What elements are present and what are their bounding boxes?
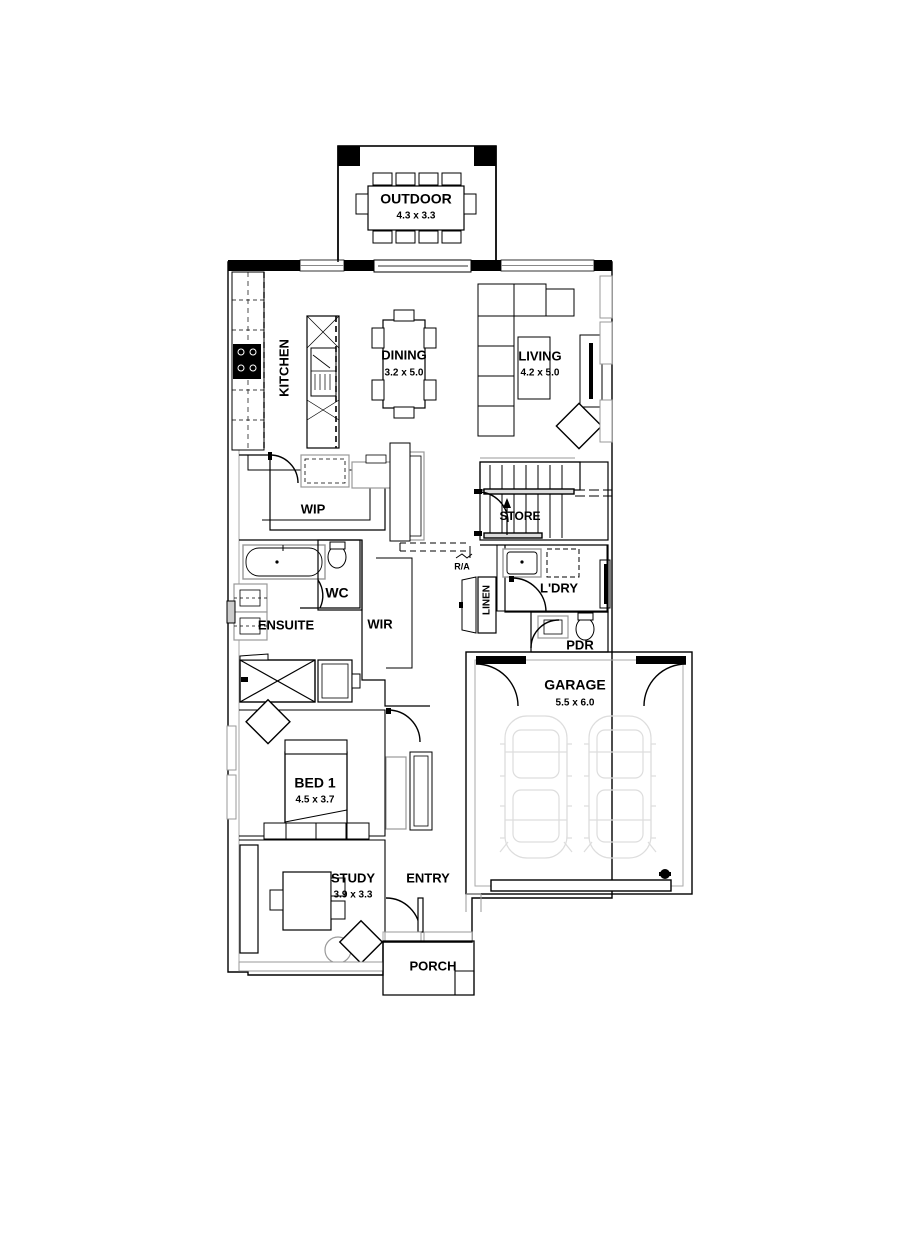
linen-ra-group: LINEN R/A <box>399 542 497 634</box>
top-wall-group <box>228 259 612 273</box>
right-wall-windows <box>599 275 613 609</box>
wc-group: WC <box>317 539 363 611</box>
room-label-linen: LINEN <box>482 585 493 615</box>
bed1-group: BED 1 4.5 x 3.7 <box>226 698 386 840</box>
entry-group: ENTRY <box>384 870 473 942</box>
dining-group: DINING 3.2 x 5.0 <box>371 309 437 419</box>
pdr-group: PDR <box>530 611 609 653</box>
room-label-ldry: L'DRY <box>540 580 578 595</box>
room-label-garage: GARAGE <box>544 677 605 693</box>
laundry-group: L'DRY <box>480 544 609 613</box>
porch-group: PORCH <box>382 940 475 996</box>
living-group: LIVING 4.2 x 5.0 <box>477 283 603 450</box>
car-outline <box>583 715 657 859</box>
wir-group: WIR <box>361 442 430 707</box>
room-dim-outdoor: 4.3 x 3.3 <box>397 211 436 222</box>
study-group: STUDY 3.9 x 3.3 <box>238 839 386 972</box>
ensuite-group: ENSUITE <box>226 539 361 703</box>
room-label-entry: ENTRY <box>406 870 450 885</box>
outdoor-area-group: OUTDOOR 4.3 x 3.3 <box>337 145 497 267</box>
room-label-dining: DINING <box>381 347 427 362</box>
room-label-study: STUDY <box>331 870 375 885</box>
room-label-outdoor: OUTDOOR <box>380 191 452 207</box>
room-label-bed1: BED 1 <box>294 775 335 791</box>
room-label-wc: WC <box>325 585 348 601</box>
kitchen-group: KITCHEN <box>231 271 340 451</box>
hall-doors-group <box>385 708 433 831</box>
car-outline <box>499 715 573 859</box>
garage-group: GARAGE 5.5 x 6.0 <box>465 651 693 895</box>
room-dim-study: 3.9 x 3.3 <box>334 890 373 901</box>
room-label-kitchen: KITCHEN <box>276 339 291 397</box>
room-label-ra: R/A <box>454 561 470 571</box>
driveway-lines <box>465 893 482 912</box>
room-dim-bed1: 4.5 x 3.7 <box>296 795 335 806</box>
stairs-store-group: STORE <box>474 457 612 541</box>
room-dim-dining: 3.2 x 5.0 <box>385 368 424 379</box>
room-label-porch: PORCH <box>410 958 457 973</box>
room-label-ensuite: ENSUITE <box>258 617 315 632</box>
room-dim-living: 4.2 x 5.0 <box>521 368 560 379</box>
alfresco-connector <box>337 146 497 262</box>
room-label-wir: WIR <box>367 616 393 631</box>
room-label-living: LIVING <box>518 348 561 363</box>
room-label-pdr: PDR <box>566 637 594 652</box>
room-dim-garage: 5.5 x 6.0 <box>556 698 595 709</box>
room-label-store: STORE <box>499 509 540 523</box>
room-label-wip: WIP <box>301 501 326 516</box>
